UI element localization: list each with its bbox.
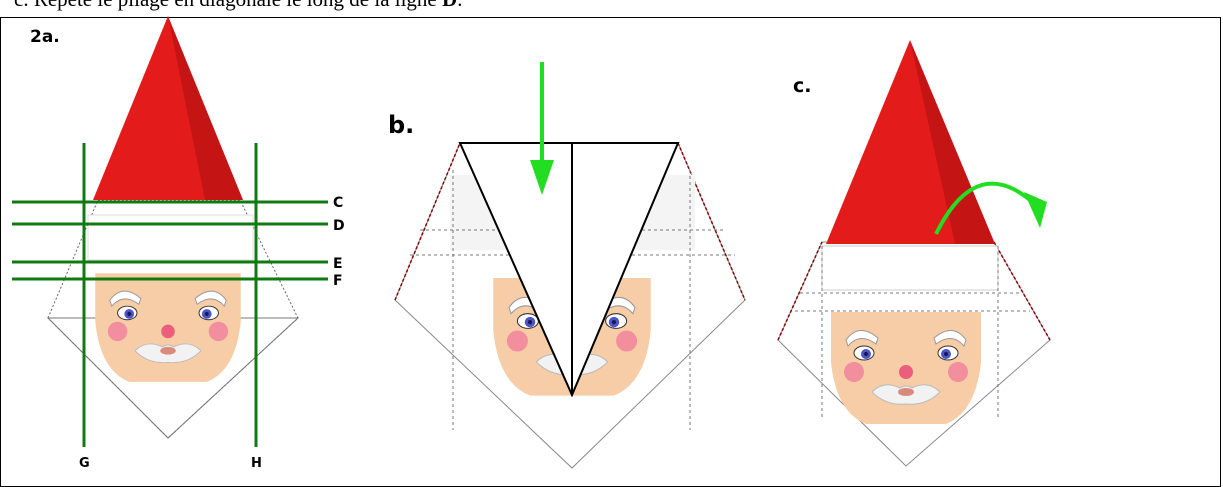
instruction-body: Répété le pliage en diagonale le long de… [34, 0, 437, 11]
panel-2a: 2a. C D E F G H [12, 16, 345, 471]
fold-over-arrow-head [1024, 192, 1047, 228]
fold-label-c: C [333, 195, 343, 211]
hat-shadow [910, 40, 995, 244]
folding-diagram: 2a. C D E F G H b. [12, 16, 1051, 471]
fold-label-h: H [251, 456, 262, 471]
fold-lines-horizontal [12, 200, 328, 281]
fold-label-f: F [333, 273, 343, 289]
red-dashed-edge-left [394, 142, 461, 301]
instruction-end: . [457, 0, 462, 11]
red-dashed-edge-right [993, 241, 1051, 341]
panel-2a-label: 2a. [30, 27, 60, 47]
hat-brim [87, 214, 254, 261]
santa-hat [93, 16, 243, 200]
hat-brim [821, 245, 999, 291]
fold-label-d: D [333, 218, 345, 234]
red-dashed-edge-right [677, 142, 746, 301]
panel-b-label: b. [388, 111, 414, 139]
red-dashed-edge-left [777, 241, 823, 341]
fold-label-e: E [333, 256, 343, 272]
folded-flap [458, 142, 680, 398]
panel-b: b. [388, 62, 746, 469]
santa-face [830, 311, 982, 425]
fold-lines-vertical [82, 143, 258, 447]
crease-marks [795, 246, 1030, 420]
fold-label-g: G [79, 456, 90, 471]
fold-over-arrow-curve [934, 181, 1032, 235]
fold-down-arrow-head [530, 160, 554, 195]
hat-shadow [168, 16, 243, 200]
instruction-step: c. [14, 0, 29, 11]
panel-c-label: c. [793, 75, 811, 97]
santa-face [94, 272, 242, 383]
instruction-text: c. Répété le pliage en diagonale le long… [14, 0, 1164, 11]
instruction-line-ref: D [442, 0, 457, 11]
panel-c: c. [777, 40, 1051, 467]
santa-hat [826, 40, 995, 244]
